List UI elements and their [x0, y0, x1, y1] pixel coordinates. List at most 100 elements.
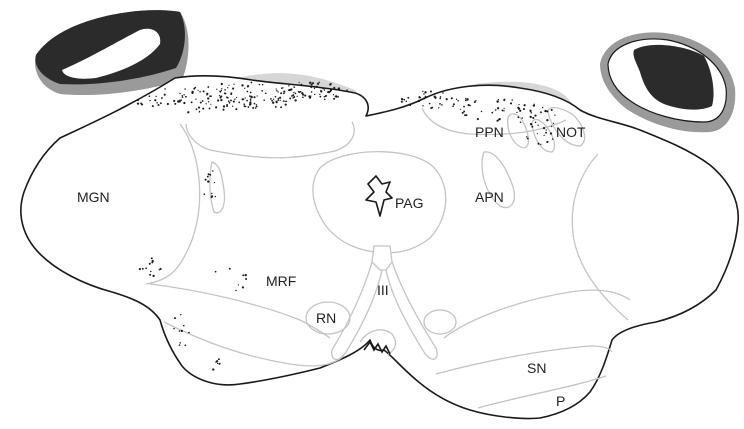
labeled-cell-dot — [451, 97, 453, 99]
labeled-cell-dot — [409, 104, 411, 106]
labeled-cell-dot — [230, 99, 232, 101]
labeled-cell-dot — [160, 102, 162, 104]
labeled-cell-dot — [293, 86, 295, 88]
labeled-cell-dot — [434, 97, 436, 99]
labeled-cell-dot — [425, 96, 427, 98]
labeled-cell-dot — [422, 105, 423, 106]
labeled-cell-dot — [202, 100, 204, 102]
labeled-cell-dot — [292, 84, 293, 85]
labeled-cell-dot — [463, 106, 465, 108]
labeled-cell-dot — [280, 92, 282, 94]
labeled-cell-dot — [465, 98, 466, 99]
labeled-cell-dot — [256, 105, 258, 107]
labeled-cell-dot — [184, 344, 186, 346]
labeled-cell-dot — [245, 97, 246, 98]
labeled-cell-dot — [218, 358, 220, 360]
label-rn: RN — [316, 310, 336, 326]
labeled-cell-dot — [299, 92, 300, 93]
labeled-cell-dot — [200, 102, 202, 104]
labeled-cell-dot — [179, 330, 180, 331]
labeled-cell-dot — [320, 96, 322, 98]
labeled-cell-dot — [328, 91, 330, 93]
labeled-cell-dot — [263, 99, 265, 101]
labeled-cell-dot — [139, 268, 141, 270]
labeled-cell-dot — [179, 93, 180, 94]
labeled-cell-dot — [221, 83, 223, 85]
labeled-cell-dot — [203, 90, 205, 92]
labeled-cell-dot — [543, 135, 544, 136]
labeled-cell-dot — [141, 103, 143, 105]
labeled-cell-dot — [245, 106, 246, 107]
labeled-cell-dot — [532, 117, 534, 119]
labeled-cell-dot — [457, 100, 459, 102]
labeled-cell-dot — [242, 286, 244, 288]
label-pag: PAG — [395, 195, 424, 211]
labeled-cell-dot — [250, 100, 252, 102]
labeled-cell-dot — [283, 91, 285, 93]
labeled-cell-dot — [235, 108, 237, 110]
labeled-cell-dot — [288, 85, 289, 86]
labeled-cell-dot — [271, 100, 273, 102]
labeled-cell-dot — [149, 263, 151, 265]
labeled-cell-dot — [217, 363, 218, 364]
labeled-cell-dot — [242, 274, 244, 276]
labeled-cell-dot — [151, 258, 152, 259]
label-mrf: MRF — [266, 273, 296, 289]
labeled-cell-dot — [401, 101, 403, 103]
labeled-cell-dot — [285, 101, 286, 102]
labeled-cell-dot — [251, 96, 253, 98]
labeled-cell-dot — [302, 96, 304, 98]
labeled-cell-dot — [226, 96, 228, 98]
labeled-cell-dot — [310, 95, 311, 96]
labeled-cell-dot — [517, 107, 519, 109]
labeled-cell-dot — [194, 87, 196, 89]
labeled-cell-dot — [222, 109, 224, 111]
labeled-cell-dot — [216, 89, 217, 90]
labeled-cell-dot — [204, 193, 206, 195]
labeled-cell-dot — [249, 95, 251, 97]
labeled-cell-dot — [223, 105, 225, 107]
labeled-cell-dot — [314, 94, 315, 95]
labeled-cell-dot — [276, 88, 277, 89]
right-tissue-fragment — [600, 32, 735, 132]
labeled-cell-dot — [221, 88, 222, 89]
labeled-cell-dot — [440, 96, 442, 98]
labeled-cell-dot — [460, 109, 461, 110]
labeled-cell-dot — [535, 121, 537, 123]
labeled-cell-dot — [465, 99, 467, 101]
labeled-cell-dot — [441, 104, 443, 106]
labeled-cell-dot — [199, 91, 201, 93]
labeled-cell-dot — [211, 193, 212, 194]
labeled-cell-dot — [181, 330, 183, 332]
labeled-cell-dot — [211, 196, 213, 198]
labeled-cell-dot — [212, 368, 214, 370]
labeled-cell-dot — [276, 90, 278, 92]
labeled-cell-dot — [495, 109, 497, 111]
labeled-cell-dot — [289, 97, 291, 99]
labeled-cell-dot — [228, 85, 229, 86]
labeled-cell-dot — [238, 284, 239, 285]
labeled-cell-dot — [151, 261, 153, 263]
labeled-cell-dot — [523, 108, 525, 110]
labeled-cell-dot — [265, 92, 267, 94]
labeled-cell-dot — [179, 342, 181, 344]
labeled-cell-dot — [430, 90, 432, 92]
labeled-cell-dot — [550, 132, 552, 134]
labeled-cell-dot — [137, 102, 139, 104]
labeled-cell-dot — [463, 111, 465, 113]
labeled-cell-dot — [503, 108, 504, 109]
label-p: P — [556, 393, 565, 409]
labeled-cell-dot — [491, 112, 493, 114]
labeled-cell-dot — [423, 93, 424, 94]
labeled-cell-dot — [530, 116, 532, 118]
labeled-cell-dot — [224, 89, 226, 91]
labeled-cell-dot — [191, 91, 193, 93]
labeled-cell-dot — [481, 111, 482, 112]
labeled-cell-dot — [285, 103, 287, 105]
labeled-cell-dot — [232, 106, 233, 107]
labeled-cell-dot — [256, 104, 257, 105]
labeled-cell-dot — [243, 103, 245, 105]
labeled-cell-dot — [228, 100, 230, 102]
labeled-cell-dot — [283, 92, 285, 94]
